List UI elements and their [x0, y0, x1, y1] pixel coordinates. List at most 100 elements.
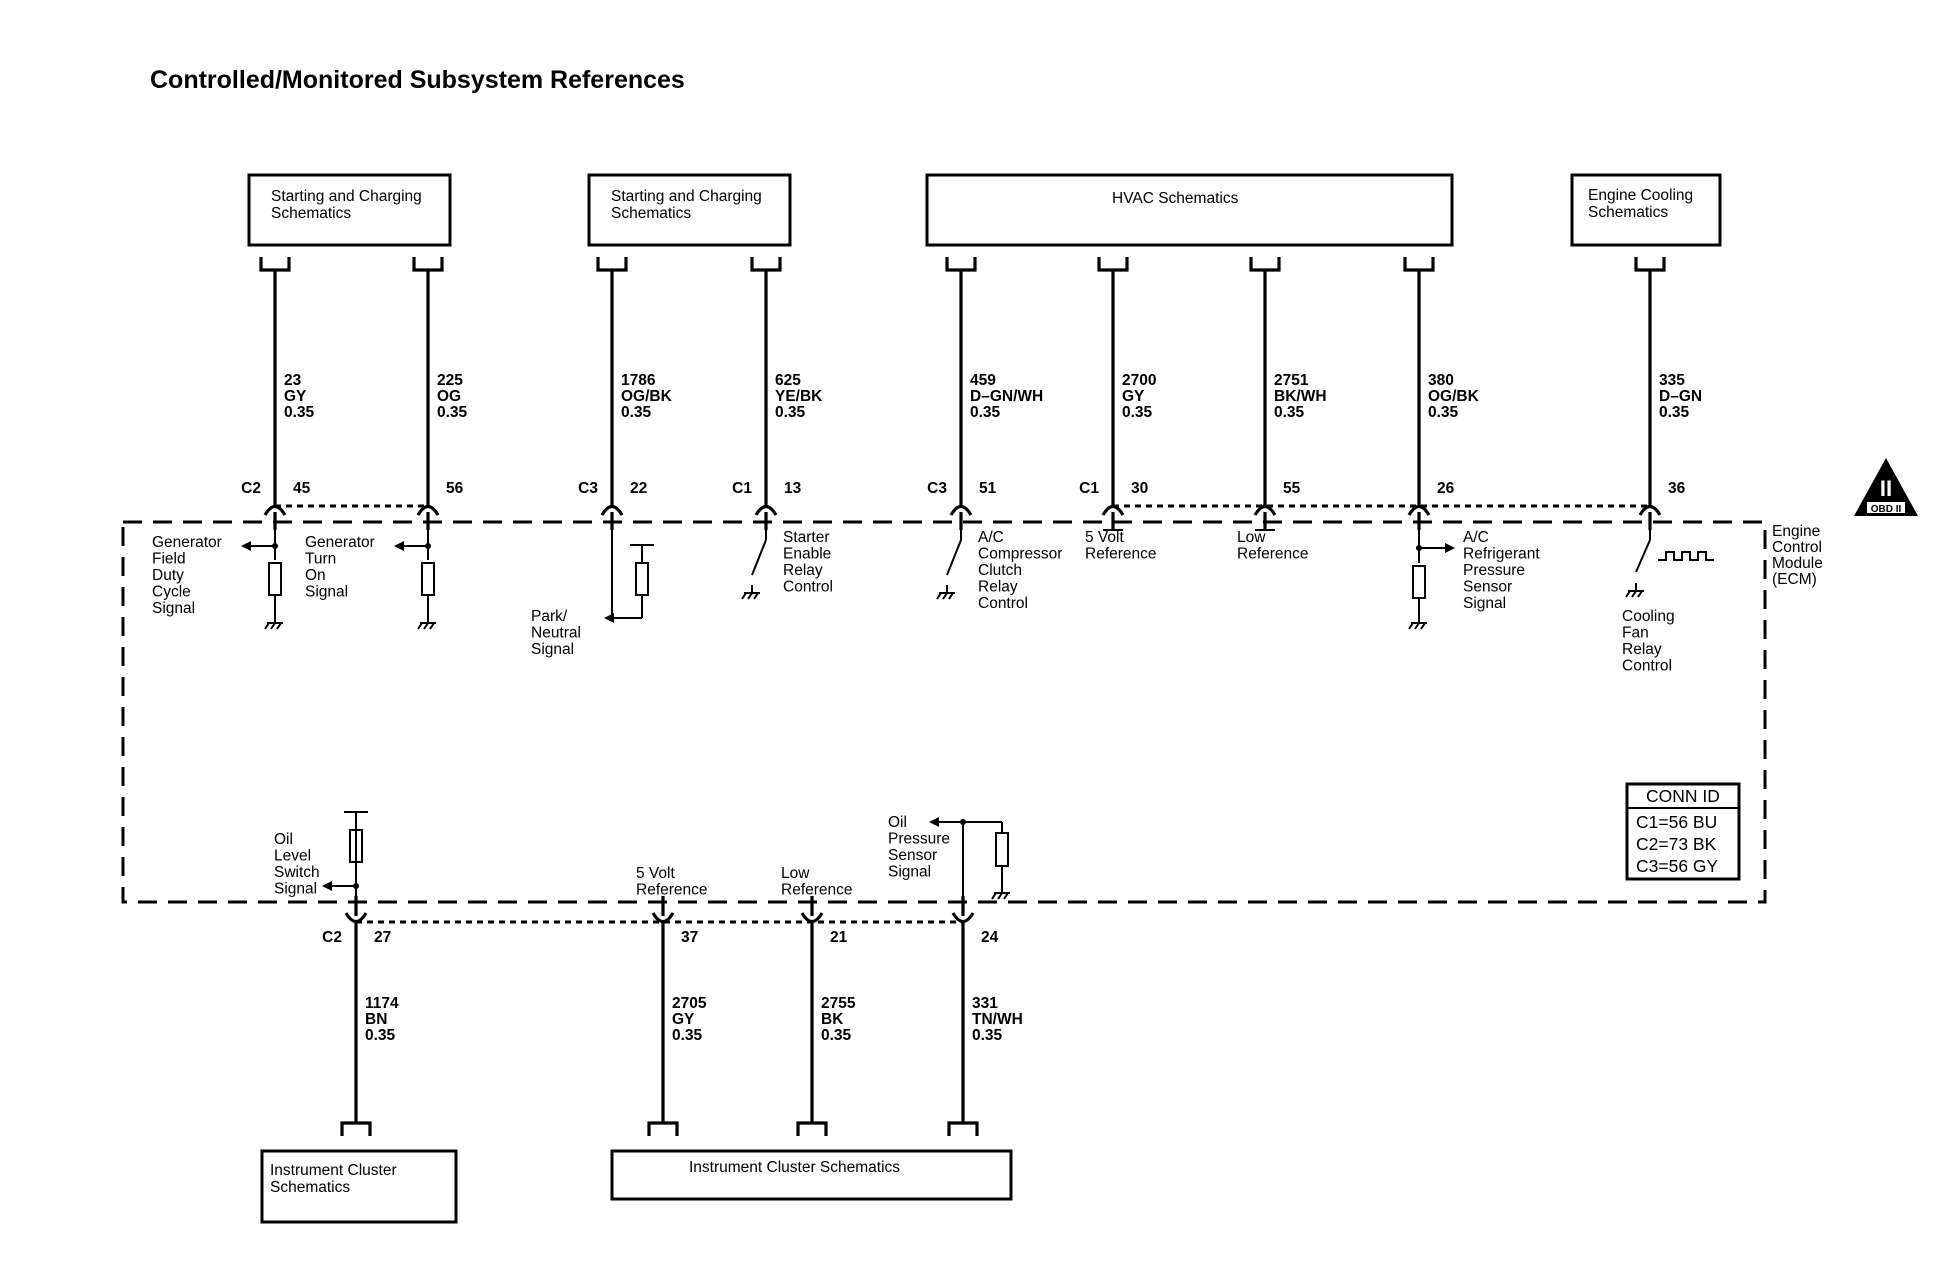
- signal-label-line: Reference: [1085, 546, 1157, 563]
- signal-label-line: Cycle: [152, 584, 191, 601]
- circuit-380-wire[interactable]: 380OG/BK0.3526A/CRefrigerantPressureSens…: [1403, 257, 1540, 630]
- signal-label-line: Starter: [783, 529, 830, 546]
- signal-label-line: Relay: [978, 579, 1018, 596]
- pin-number: 27: [374, 929, 391, 946]
- signal-label-line: Generator: [305, 534, 375, 551]
- signal-label-line: Clutch: [978, 562, 1022, 579]
- svg-text:Starting and Charging: Starting and Charging: [611, 188, 762, 205]
- top-box-starting-charging-2[interactable]: Starting and Charging Schematics: [587, 173, 792, 247]
- wire-color: BN: [365, 1011, 387, 1028]
- bottom-box-instrument-cluster-1[interactable]: Instrument Cluster Schematics: [260, 1149, 458, 1224]
- wire-gauge: 0.35: [1659, 404, 1690, 421]
- wire-gauge: 0.35: [621, 404, 652, 421]
- ecm-module-label: Engine Control Module (ECM): [1772, 523, 1823, 588]
- svg-text:II: II: [1880, 476, 1892, 501]
- wire-color: GY: [672, 1011, 695, 1028]
- signal-label-line: Turn: [305, 551, 336, 568]
- signal-label-line: Pressure: [1463, 562, 1525, 579]
- wire-color: BK: [821, 1011, 844, 1028]
- circuit-number: 2755: [821, 995, 856, 1012]
- signal-label-line: A/C: [978, 529, 1004, 546]
- ecm-module-boundary: [121, 520, 1767, 904]
- wire-color: D–GN/WH: [970, 388, 1043, 405]
- connector-id: C1: [732, 480, 752, 497]
- top-box-engine-cooling[interactable]: Engine Cooling Schematics: [1570, 173, 1722, 247]
- wire-color: OG/BK: [621, 388, 673, 405]
- signal-label-line: A/C: [1463, 529, 1489, 546]
- bottom-box-instrument-cluster-2[interactable]: Instrument Cluster Schematics: [610, 1149, 1013, 1201]
- signal-label-line: Low: [781, 865, 810, 882]
- circuit-number: 459: [970, 372, 996, 389]
- signal-label-line: Signal: [888, 864, 931, 881]
- signal-label-line: On: [305, 567, 326, 584]
- signal-label-line: Field: [152, 551, 186, 568]
- circuit-number: 331: [972, 995, 998, 1012]
- pin-number: 30: [1131, 480, 1148, 497]
- pin-number: 37: [681, 929, 698, 946]
- wire-gauge: 0.35: [1122, 404, 1153, 421]
- pin-number: 56: [446, 480, 464, 497]
- signal-label-line: Refrigerant: [1463, 546, 1540, 563]
- svg-text:Instrument Cluster Schematics: Instrument Cluster Schematics: [689, 1159, 900, 1176]
- svg-text:(ECM): (ECM): [1772, 571, 1817, 588]
- svg-text:HVAC Schematics: HVAC Schematics: [1112, 190, 1239, 207]
- connector-id: C3: [578, 480, 598, 497]
- pin-number: 26: [1437, 480, 1455, 497]
- wire-color: GY: [1122, 388, 1145, 405]
- pin-number: 45: [293, 480, 311, 497]
- pin-number: 36: [1668, 480, 1686, 497]
- wire-gauge: 0.35: [672, 1027, 703, 1044]
- pin-number: 13: [784, 480, 802, 497]
- signal-label-line: Relay: [783, 562, 823, 579]
- wire-gauge: 0.35: [775, 404, 806, 421]
- top-box-starting-charging-1[interactable]: Starting and Charging Schematics: [247, 173, 452, 247]
- wire-gauge: 0.35: [821, 1027, 852, 1044]
- wire-color: YE/BK: [775, 388, 823, 405]
- svg-text:Schematics: Schematics: [611, 205, 691, 222]
- signal-label-line: Control: [1622, 658, 1672, 675]
- signal-label-line: Relay: [1622, 641, 1662, 658]
- pin-number: 24: [981, 929, 999, 946]
- svg-text:Schematics: Schematics: [1588, 204, 1668, 221]
- wire-gauge: 0.35: [1428, 404, 1459, 421]
- wire-color: GY: [284, 388, 307, 405]
- signal-label-line: Sensor: [888, 847, 937, 864]
- signal-label-line: Pressure: [888, 831, 950, 848]
- circuit-number: 1174: [365, 995, 399, 1012]
- circuit-number: 2705: [672, 995, 707, 1012]
- svg-text:Schematics: Schematics: [271, 205, 351, 222]
- signal-label-line: Control: [978, 595, 1028, 612]
- svg-text:Starting and Charging: Starting and Charging: [271, 188, 422, 205]
- signal-label-line: Enable: [783, 546, 831, 563]
- svg-text:Engine Cooling: Engine Cooling: [1588, 187, 1693, 204]
- signal-label-line: Level: [274, 848, 311, 865]
- wire-gauge: 0.35: [284, 404, 315, 421]
- signal-label-line: Signal: [274, 881, 317, 898]
- signal-label-line: Reference: [636, 882, 708, 899]
- signal-label-line: Generator: [152, 534, 222, 551]
- wire-color: D–GN: [1659, 388, 1702, 405]
- top-box-hvac[interactable]: HVAC Schematics: [925, 173, 1454, 247]
- circuit-number: 2751: [1274, 372, 1309, 389]
- circuit-number: 380: [1428, 372, 1454, 389]
